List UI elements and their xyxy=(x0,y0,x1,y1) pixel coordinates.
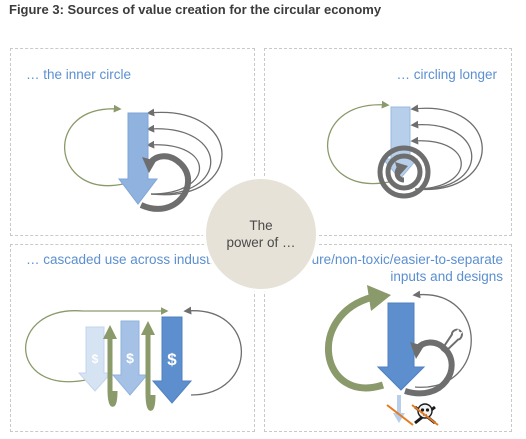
panel-title-pure-inputs: … pure/non-toxic/easier-to-separate inpu… xyxy=(286,252,503,284)
outer-loop-arrow xyxy=(64,104,124,187)
gray-loop-1 xyxy=(410,104,483,191)
gray-loop-3 xyxy=(410,136,462,190)
linear-flow-arrow xyxy=(117,112,159,205)
figure-title: Figure 3: Sources of value creation for … xyxy=(9,2,382,17)
circling-longer-diagram xyxy=(327,100,483,199)
center-circle: The power of … xyxy=(203,176,319,292)
no-waste-icon xyxy=(386,395,414,426)
panel-title-cascaded-use: … cascaded use across industries xyxy=(26,252,232,267)
dollar-icon: $ xyxy=(167,350,177,369)
dollar-icon: $ xyxy=(126,350,134,366)
gray-loop xyxy=(183,306,243,396)
cascade-arrow-2 xyxy=(111,320,149,396)
panel-title-circling-longer: … circling longer xyxy=(396,67,497,82)
linear-flow-arrow xyxy=(376,302,426,391)
cascade-hook-2 xyxy=(107,331,118,407)
gray-loop-2 xyxy=(146,124,212,195)
spiral-loop-arrow xyxy=(377,145,431,199)
panel-pure-inputs: … pure/non-toxic/easier-to-separate inpu… xyxy=(264,244,512,432)
panel-title-inner-circle: … the inner circle xyxy=(26,67,132,82)
inner-circle-diagram xyxy=(64,104,223,212)
outer-loop-arrow xyxy=(24,307,169,383)
center-line-1: The xyxy=(249,218,273,233)
gray-loop-3 xyxy=(146,140,201,195)
wrench-icon xyxy=(440,328,463,354)
outer-loop-arrow xyxy=(324,293,385,392)
cascade-hook-1 xyxy=(145,327,156,411)
outer-loop-arrow xyxy=(327,100,390,185)
cascaded-use-diagram: $ $ $ xyxy=(24,306,243,411)
panel-cascaded-use: $ $ $ … cascaded use across industries xyxy=(10,244,255,432)
cascade-arrow-3 xyxy=(77,326,113,392)
dollar-icon: $ xyxy=(92,352,99,366)
panel-inner-circle: … the inner circle xyxy=(10,48,255,236)
center-line-2: power of … xyxy=(226,235,296,250)
pure-inputs-diagram xyxy=(324,285,472,426)
gray-loop-2 xyxy=(410,120,473,190)
skull-crossbones-icon xyxy=(411,403,439,426)
inner-loop-arrow xyxy=(139,153,192,212)
cascade-arrow-1 xyxy=(151,316,193,404)
inner-loop-arrow xyxy=(404,339,455,397)
